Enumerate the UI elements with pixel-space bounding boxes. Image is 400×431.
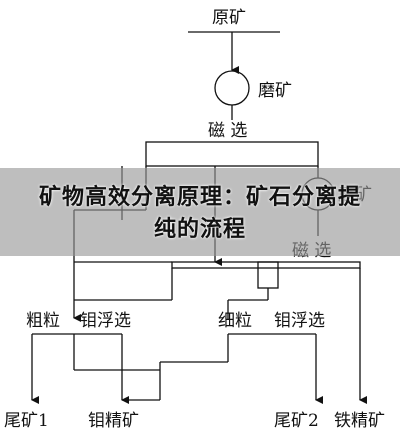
fine-label: 细粒 [218, 311, 252, 331]
coarse-label: 粗粒 [26, 311, 60, 331]
hopper-box [257, 261, 279, 289]
mo-concentrate-label: 钼精矿 [88, 411, 139, 431]
tailings-1-label: 尾矿1 [4, 411, 49, 431]
grinding-circle [214, 70, 250, 106]
overlay-band [0, 168, 400, 256]
magnetic-separator-2-box [171, 261, 361, 269]
tailings-2-label: 尾矿2 [274, 411, 319, 431]
raw-ore-label: 原矿 [212, 8, 246, 28]
magnetic-separator-box [145, 141, 319, 167]
fe-concentrate-label: 铁精矿 [334, 411, 385, 431]
coarse-flotation-label: 钼浮选 [80, 311, 131, 331]
grinding-label: 磨矿 [258, 81, 292, 101]
magnetic-separation-label: 磁 选 [208, 121, 248, 141]
fine-flotation-label: 钼浮选 [274, 311, 325, 331]
overlay-title: 矿物高效分离原理：矿石分离提纯的流程 [38, 185, 361, 242]
